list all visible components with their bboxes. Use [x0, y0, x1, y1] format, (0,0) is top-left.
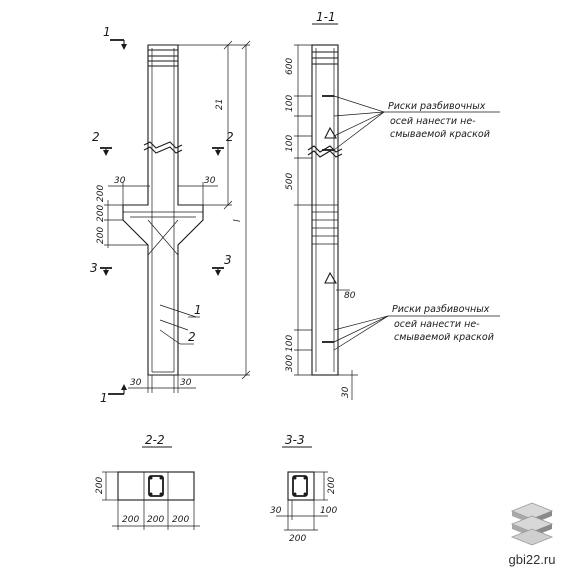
dim-base-left: 30: [130, 378, 142, 388]
dim-base-right: 30: [180, 378, 192, 388]
dim-200-low: 200: [96, 227, 106, 244]
s22-w2: 200: [147, 515, 164, 525]
note-top-line2: осей нанести не-: [390, 116, 476, 127]
s33-right: 100: [320, 506, 337, 516]
section-marker-3-left: 3: [90, 261, 98, 275]
note-bottom-line2: осей нанести не-: [394, 319, 480, 330]
dim-100-a: 100: [285, 95, 295, 112]
s22-w3: 200: [172, 515, 189, 525]
note-bottom-line3: смываемой краской: [394, 332, 494, 343]
dim-100-b: 100: [285, 135, 295, 152]
section-marker-1-top: 1: [103, 25, 111, 39]
dim-300-100: 300 100: [285, 335, 295, 372]
note-bottom-line1: Риски разбивочных: [392, 304, 490, 315]
s33-height: 200: [327, 477, 337, 494]
dim-overall-l: l: [233, 219, 243, 222]
dim-200-200: 200 200: [96, 185, 106, 222]
main-elevation: 1 1 2 2 3 3 30 30: [90, 25, 251, 405]
dim-500: 500: [285, 173, 295, 190]
watermark: gbi22.ru: [497, 501, 567, 567]
section-1-1-title: 1-1: [316, 10, 336, 24]
section-marker-1-bottom: 1: [100, 391, 108, 405]
section-2-2-title: 2-2: [145, 433, 165, 447]
section-marker-2-left: 2: [92, 130, 100, 144]
dim-30-bottom: 30: [341, 386, 351, 398]
section-3-3: 3-3 200 30 100 200: [270, 433, 337, 544]
stacked-slabs-icon: [510, 502, 554, 546]
dim-bracket-right: 30: [204, 176, 216, 186]
note-top-line1: Риски разбивочных: [388, 101, 486, 112]
dim-21: 21: [215, 99, 225, 110]
dim-80: 80: [344, 291, 356, 301]
s33-bottom: 200: [289, 534, 306, 544]
section-marker-2-right: 2: [226, 130, 234, 144]
section-3-3-title: 3-3: [285, 433, 305, 447]
section-1-1: 1-1 600 100: [285, 10, 500, 400]
section-2-2: 2-2 200 200 200 200: [95, 433, 200, 530]
section-marker-3-right: 3: [224, 253, 232, 267]
s22-height: 200: [95, 477, 105, 494]
s33-left: 30: [270, 506, 282, 516]
dim-600: 600: [285, 58, 295, 75]
callout-1: 1: [194, 303, 202, 317]
note-top-line3: смываемой краской: [390, 129, 490, 140]
s22-w1: 200: [122, 515, 139, 525]
watermark-text: gbi22.ru: [508, 552, 556, 567]
dim-bracket-left: 30: [114, 176, 126, 186]
callout-2: 2: [188, 330, 196, 344]
